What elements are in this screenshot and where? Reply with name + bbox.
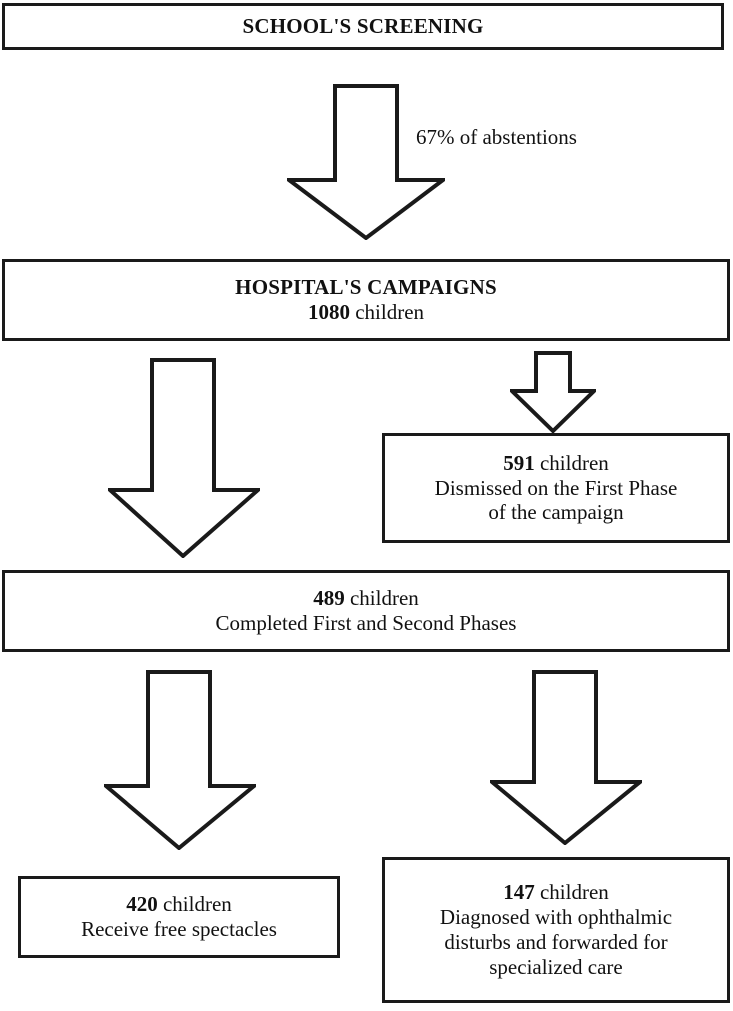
- node-diagnosed-line3: disturbs and forwarded for: [444, 930, 668, 954]
- arrow-hospital-to-completed: [108, 358, 260, 558]
- node-dismissed-line3: of the campaign: [488, 500, 624, 525]
- arrow-hospital-to-dismissed: [510, 351, 596, 433]
- node-receive-spectacles[interactable]: 420 children Receive free spectacles: [18, 876, 340, 958]
- node-dismissed-line2: Dismissed on the First Phase: [434, 475, 678, 500]
- node-spectacles-count-line: 420 children: [126, 892, 232, 917]
- node-completed-unit: children: [349, 586, 419, 611]
- node-dismissed-unit: children: [539, 450, 609, 475]
- node-diagnosed-count: 147: [503, 880, 535, 905]
- node-completed-count: 489: [313, 586, 345, 611]
- node-completed-phases[interactable]: 489 children Completed First and Second …: [2, 570, 730, 652]
- node-diagnosed-line2: Diagnosed with ophthalmic: [439, 905, 673, 930]
- node-school-screening[interactable]: SCHOOL'S SCREENING: [2, 3, 724, 50]
- edge-label-abstentions: 67% of abstentions: [416, 125, 577, 149]
- node-dismissed-count: 591: [503, 450, 535, 475]
- node-dismissed-first-phase[interactable]: 591 children Dismissed on the First Phas…: [382, 433, 730, 543]
- node-diagnosed-unit: children: [539, 880, 609, 905]
- node-hospital-campaigns[interactable]: HOSPITAL'S CAMPAIGNS 1080 children: [2, 259, 730, 341]
- node-diagnosed-ophthalmic[interactable]: 147 children Diagnosed with ophthalmic d…: [382, 857, 730, 1003]
- arrow-completed-to-diagnosed: [490, 670, 642, 845]
- node-completed-count-line: 489 children: [313, 586, 419, 611]
- node-dismissed-count-line: 591 children: [503, 451, 609, 476]
- node-spectacles-unit: children: [162, 892, 232, 917]
- arrow-school-to-hospital: [287, 84, 445, 240]
- node-hospital-unit: children: [355, 300, 425, 324]
- node-hospital-heading: HOSPITAL'S CAMPAIGNS: [235, 275, 497, 300]
- node-hospital-count: 1080: [307, 300, 350, 324]
- node-completed-line2: Completed First and Second Phases: [215, 611, 517, 635]
- arrow-completed-to-spectacles: [104, 670, 256, 850]
- node-school-heading: SCHOOL'S SCREENING: [242, 14, 484, 39]
- node-diagnosed-line4: specialized care: [489, 954, 623, 979]
- node-spectacles-count: 420: [126, 892, 158, 917]
- node-hospital-count-line: 1080 children: [308, 300, 424, 325]
- node-diagnosed-count-line: 147 children: [503, 880, 609, 905]
- node-spectacles-line2: Receive free spectacles: [81, 917, 277, 941]
